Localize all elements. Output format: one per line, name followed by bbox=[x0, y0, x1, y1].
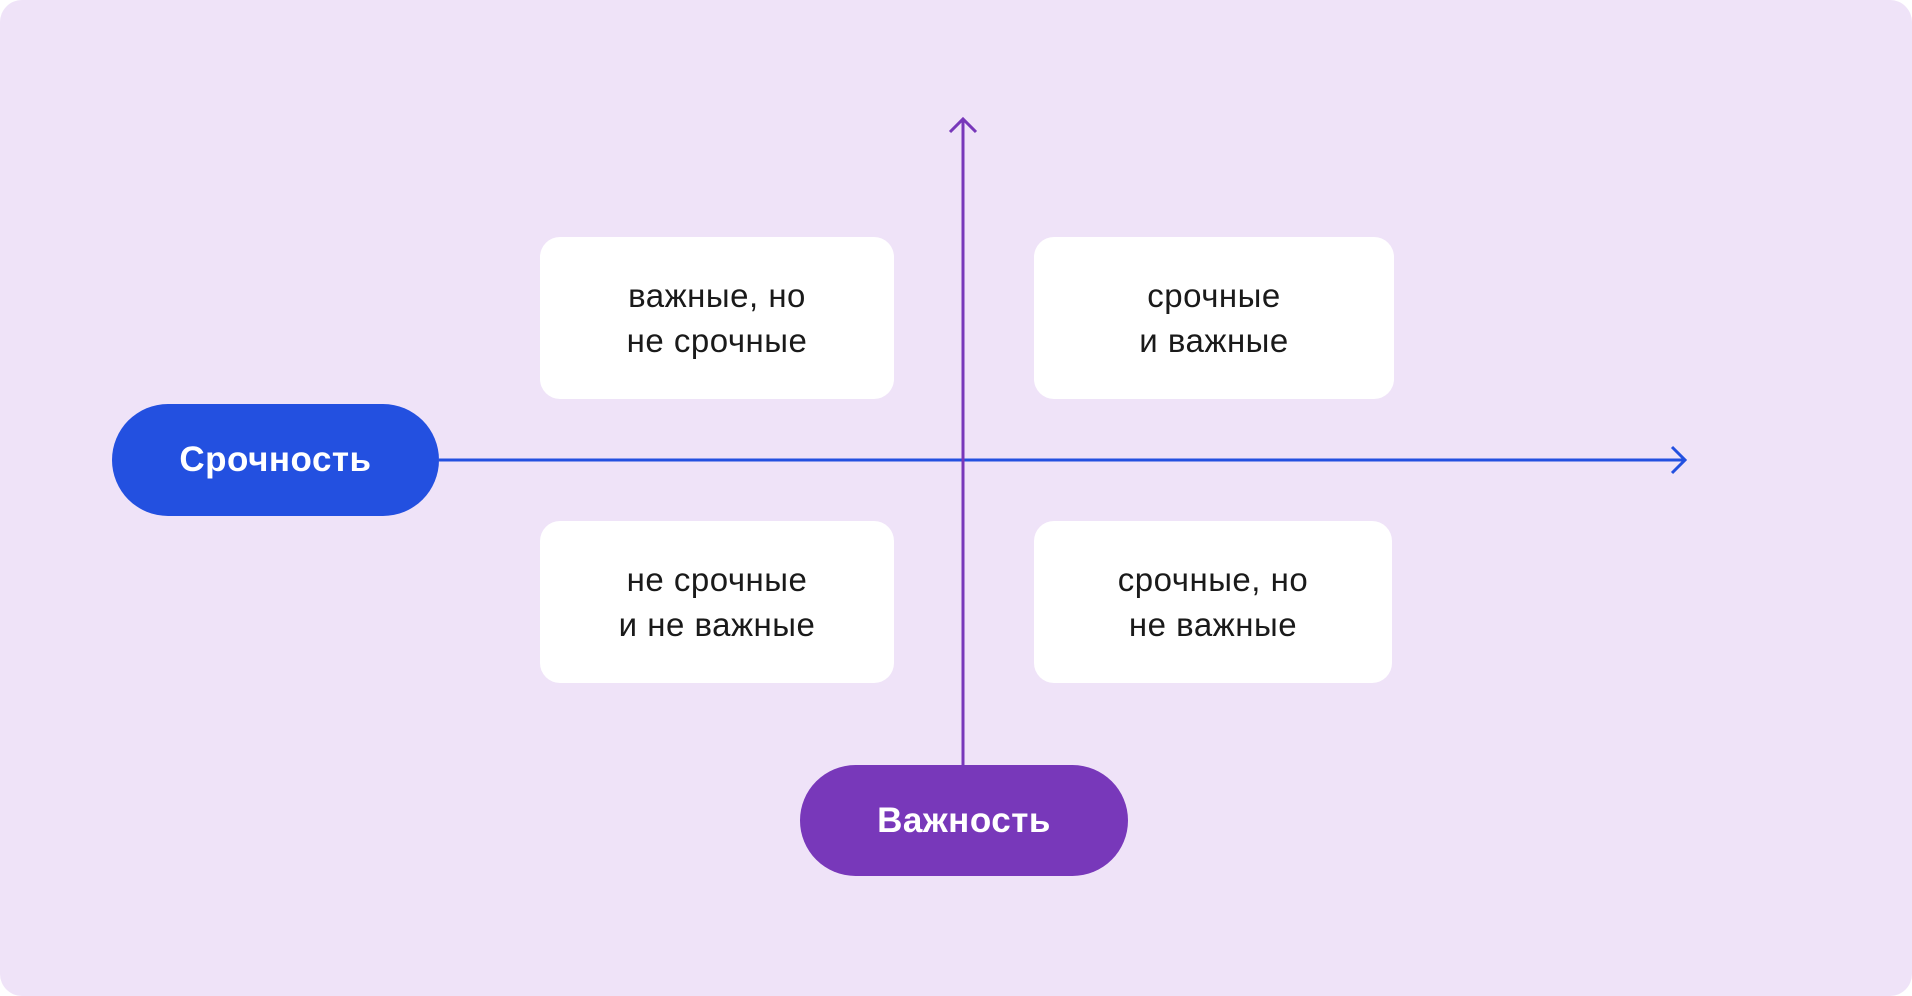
quadrant-line: и важные bbox=[1139, 322, 1289, 359]
quadrant-important-not-urgent: важные, но не срочные bbox=[540, 237, 894, 399]
quadrant-urgent-and-important: срочные и важные bbox=[1034, 237, 1394, 399]
importance-axis bbox=[948, 116, 978, 765]
quadrant-line: не срочные bbox=[626, 561, 808, 598]
urgency-axis bbox=[439, 445, 1688, 475]
importance-label: Важность bbox=[800, 765, 1128, 876]
quadrant-line: не срочные bbox=[626, 322, 808, 359]
arrow-right-icon bbox=[1670, 445, 1688, 475]
quadrant-line: срочные, но bbox=[1117, 561, 1309, 598]
urgency-label: Срочность bbox=[112, 404, 439, 516]
arrow-up-icon bbox=[948, 116, 978, 134]
quadrant-line: срочные bbox=[1147, 277, 1281, 314]
quadrant-not-urgent-not-important: не срочные и не важные bbox=[540, 521, 894, 683]
quadrant-urgent-not-important: срочные, но не важные bbox=[1034, 521, 1392, 683]
quadrant-line: не важные bbox=[1128, 606, 1298, 643]
quadrant-line: и не важные bbox=[618, 606, 816, 643]
quadrant-line: важные, но bbox=[628, 277, 806, 314]
